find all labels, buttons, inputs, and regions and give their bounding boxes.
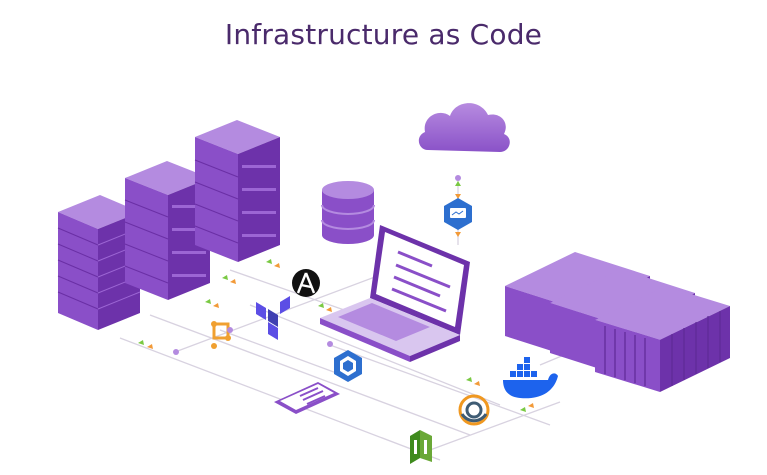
page-title: Infrastructure as Code (224, 18, 543, 51)
cloud-icon (418, 103, 510, 152)
connection-dots (173, 175, 461, 355)
ansible-icon (292, 269, 320, 297)
server-rack-icon (194, 120, 280, 262)
laptop-icon (320, 225, 470, 362)
shipping-container-icon (595, 286, 730, 392)
monitor-icon (444, 198, 472, 230)
flow-arrows (138, 181, 534, 412)
ci-pipeline-icon (211, 321, 231, 349)
docker-icon (503, 357, 558, 399)
server-rack-icon (124, 161, 210, 300)
database-icon (321, 181, 375, 244)
tablet-icon (274, 382, 340, 414)
aws-cloudformation-icon (334, 350, 362, 382)
terraform-icon (256, 296, 290, 340)
aws-codedeploy-icon (410, 430, 432, 464)
chef-icon (458, 394, 490, 426)
